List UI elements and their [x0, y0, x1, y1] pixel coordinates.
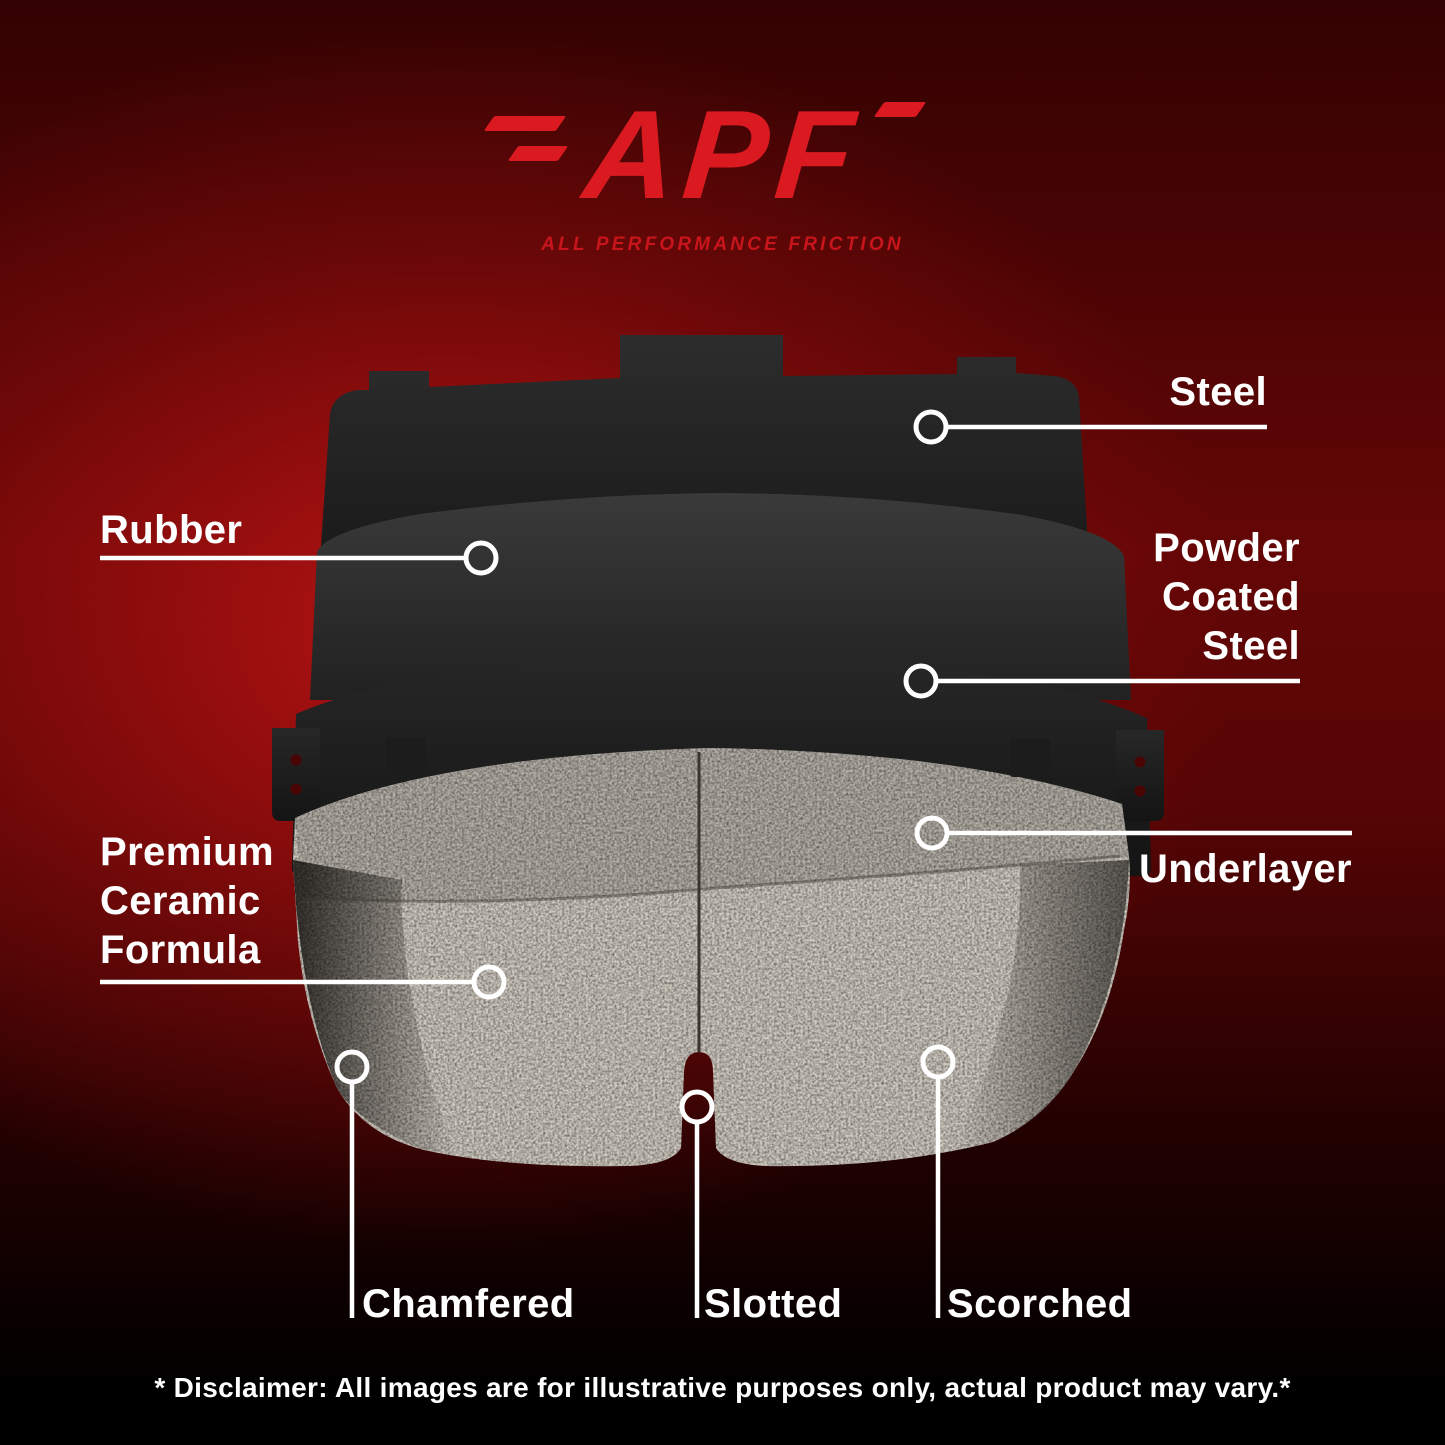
right-ear-hole: [1134, 756, 1146, 768]
speed-dash-icon: [873, 102, 926, 117]
callout-rubber: [100, 540, 499, 576]
brand-logo-mark: APF: [483, 84, 926, 225]
callout-premium-ceramic: [100, 964, 507, 1000]
callout-powder-coated-steel: [903, 663, 1300, 699]
clip-tab-left: [386, 737, 426, 775]
callout-rubber-ring: [463, 540, 499, 576]
band-face-edge: [301, 854, 1121, 903]
speed-dash-icon: [507, 146, 568, 161]
callout-underlayer: [914, 815, 1352, 851]
callout-ceramic-ring: [471, 964, 507, 1000]
label-premium-ceramic-formula: Premium Ceramic Formula: [100, 830, 274, 972]
brand-logo: APF ALL PERFORMANCE FRICTION: [0, 84, 1445, 256]
right-ear: [1116, 730, 1164, 821]
callout-pcs-ring: [903, 663, 939, 699]
callout-chamfered-ring: [334, 1049, 370, 1085]
label-chamfered: Chamfered: [362, 1282, 575, 1326]
callout-slotted-ring: [679, 1089, 715, 1125]
brand-wordmark: APF: [578, 84, 867, 225]
left-ear-hole: [290, 783, 302, 795]
label-slotted: Slotted: [704, 1282, 843, 1326]
callout-slotted: [679, 1089, 715, 1318]
rubber-shim-layer: [310, 493, 1131, 700]
left-ear: [272, 728, 320, 821]
clip-tab-right: [1010, 739, 1050, 777]
label-steel: Steel: [1169, 370, 1267, 414]
underlayer-band: [295, 748, 1129, 902]
chamfer-shadow-left: [293, 860, 455, 1155]
callout-steel: [913, 409, 1267, 445]
label-rubber: Rubber: [100, 508, 243, 552]
right-ear-hole: [1134, 785, 1146, 797]
callout-underlayer-ring: [914, 815, 950, 851]
left-ear-hole: [290, 754, 302, 766]
label-powder-coated-steel: Powder Coated Steel: [1153, 526, 1300, 668]
callout-scorched: [920, 1044, 956, 1318]
plate-mounting-ears: [272, 728, 1164, 821]
label-underlayer: Underlayer: [1139, 847, 1352, 891]
callout-markers: [100, 409, 1352, 1318]
brand-tagline: ALL PERFORMANCE FRICTION: [541, 234, 904, 255]
speed-dash-icon: [483, 116, 566, 131]
callout-steel-ring: [913, 409, 949, 445]
disclaimer-text: * Disclaimer: All images are for illustr…: [154, 1372, 1291, 1403]
callout-scorched-ring: [920, 1044, 956, 1080]
chamfer-shadow-right: [955, 860, 1129, 1148]
label-scorched: Scorched: [947, 1282, 1133, 1326]
callout-chamfered: [334, 1049, 370, 1318]
